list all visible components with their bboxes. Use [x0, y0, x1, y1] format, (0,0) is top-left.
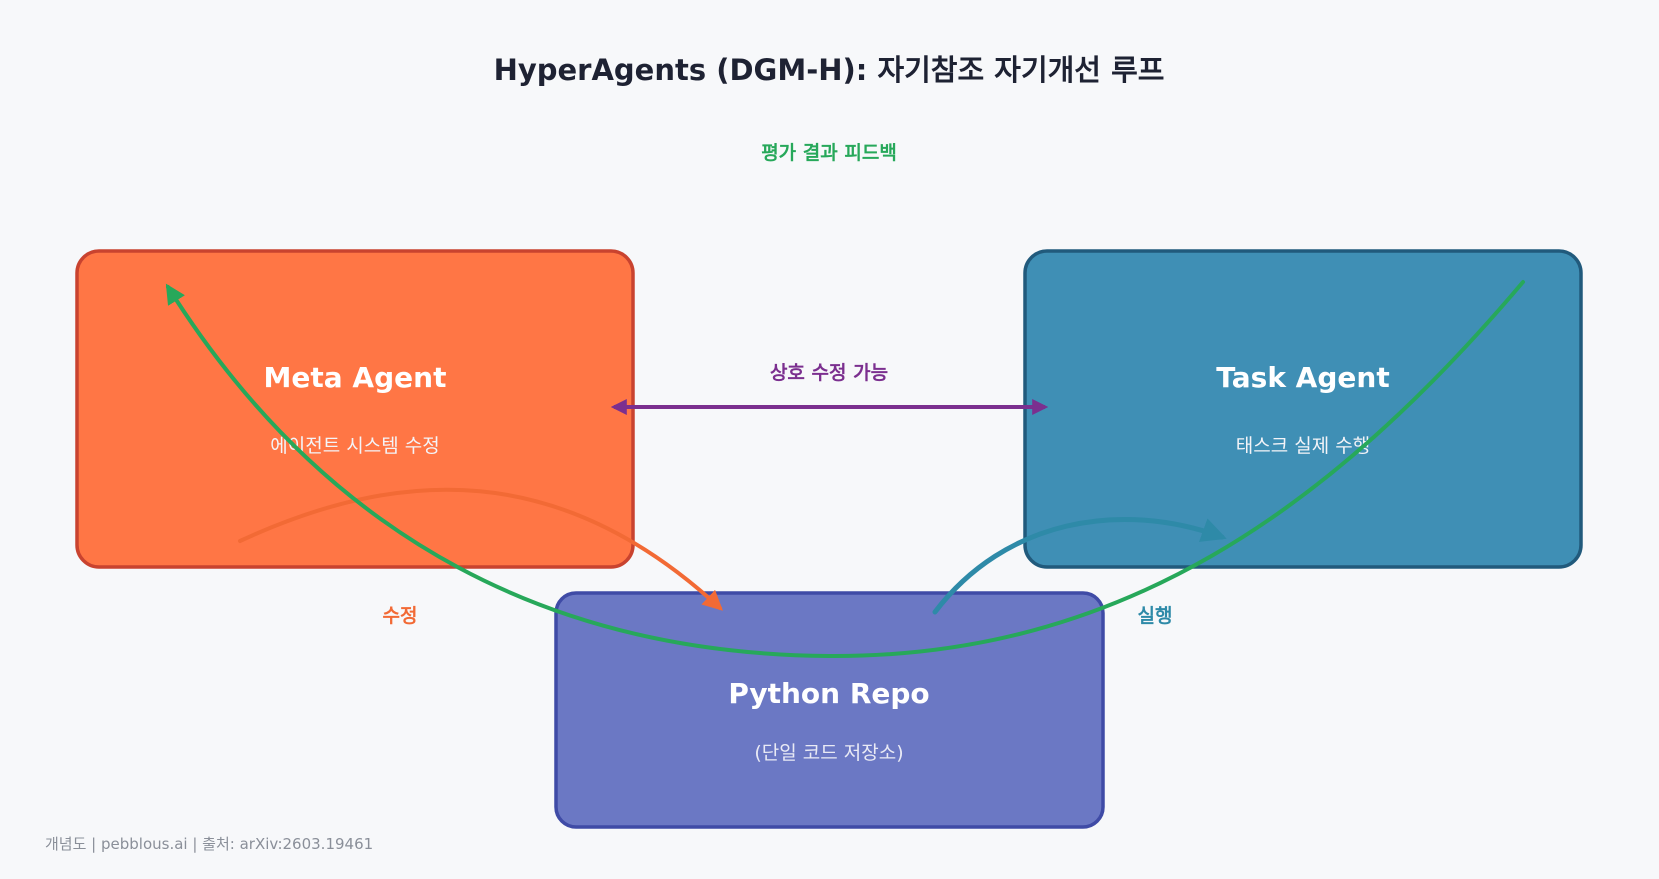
meta-agent-subtitle: 에이전트 시스템 수정 — [270, 435, 439, 457]
execute-arrow — [932, 516, 1227, 615]
python-repo-subtitle: (단일 코드 저장소) — [754, 742, 903, 764]
mutual-label: 상호 수정 가능 — [770, 362, 888, 384]
diagram-title: HyperAgents (DGM-H): 자기참조 자기개선 루프 — [494, 53, 1165, 87]
feedback-arrow — [165, 280, 1525, 659]
feedback-label: 평가 결과 피드백 — [761, 142, 897, 164]
meta-agent-box — [75, 249, 635, 569]
task-agent-title: Task Agent — [1216, 361, 1389, 394]
modify-arrow — [238, 487, 723, 611]
modify-label: 수정 — [383, 605, 418, 627]
execute-label: 실행 — [1138, 605, 1173, 627]
meta-agent-title: Meta Agent — [264, 361, 447, 394]
task-agent-subtitle: 태스크 실제 수행 — [1236, 435, 1370, 457]
footer-note: 개념도 | pebblous.ai | 출처: arXiv:2603.19461 — [45, 835, 373, 853]
python-repo-title: Python Repo — [728, 677, 929, 710]
python-repo-box — [554, 591, 1105, 829]
